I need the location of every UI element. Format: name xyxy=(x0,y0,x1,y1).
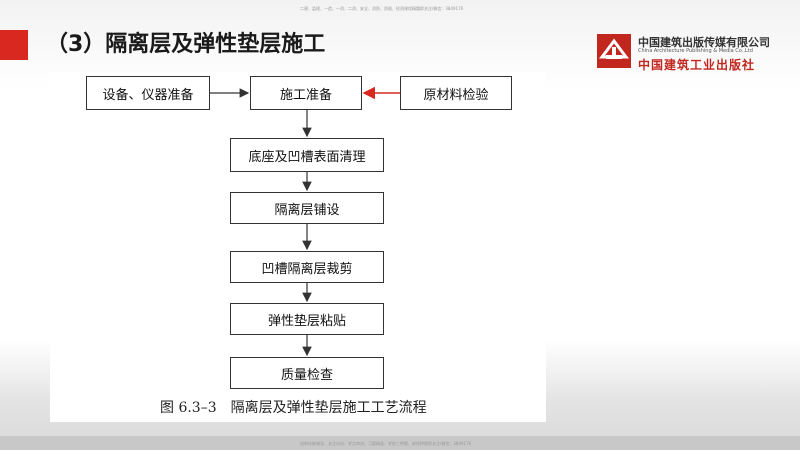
flowchart-panel: 设备、仪器准备 施工准备 原材料检验 底座及凹槽表面清理 隔离层铺设 凹槽隔离层… xyxy=(50,72,546,422)
flow-node-base-cleaning: 底座及凹槽表面清理 xyxy=(230,138,384,172)
flow-node-isolation-layer-laying: 隔离层铺设 xyxy=(230,192,384,224)
publisher-name-cn: 中国建筑出版传媒有限公司 xyxy=(638,36,770,49)
publisher-name-en: China Architecture Publishing & Media Co… xyxy=(638,48,753,54)
flow-node-groove-layer-cutting: 凹槽隔离层裁剪 xyxy=(230,251,384,283)
flowchart-connectors xyxy=(210,86,400,357)
flow-node-material-inspection: 原材料检验 xyxy=(400,76,512,110)
bottom-stripe xyxy=(0,436,800,450)
publisher-name-cn-secondary: 中国建筑工业出版社 xyxy=(638,58,756,72)
publisher-emblem-icon xyxy=(597,34,631,68)
watermark-bottom: 创新技能辅导、关注内训、考点串讲、习题精准、考前三押题、继续押题群关注/微信：3… xyxy=(300,441,472,446)
watermark-top: 二建、监理、一造、一消、二消、安全、消防、资格、检测课程精髓群关注/微信：384… xyxy=(300,6,464,11)
figure-caption: 图 6.3–3 隔离层及弹性垫层施工工艺流程 xyxy=(160,400,427,416)
flow-node-quality-check: 质量检查 xyxy=(230,357,384,389)
flow-node-elastic-pad-pasting: 弹性垫层粘贴 xyxy=(230,303,384,335)
slide-title: （3）隔离层及弹性垫层施工 xyxy=(46,32,326,57)
flow-node-equipment-prep: 设备、仪器准备 xyxy=(86,76,210,110)
publisher-logo: 中国建筑出版传媒有限公司 China Architecture Publishi… xyxy=(596,33,796,73)
flow-node-construction-prep: 施工准备 xyxy=(250,76,362,110)
title-accent-bar xyxy=(0,30,28,60)
